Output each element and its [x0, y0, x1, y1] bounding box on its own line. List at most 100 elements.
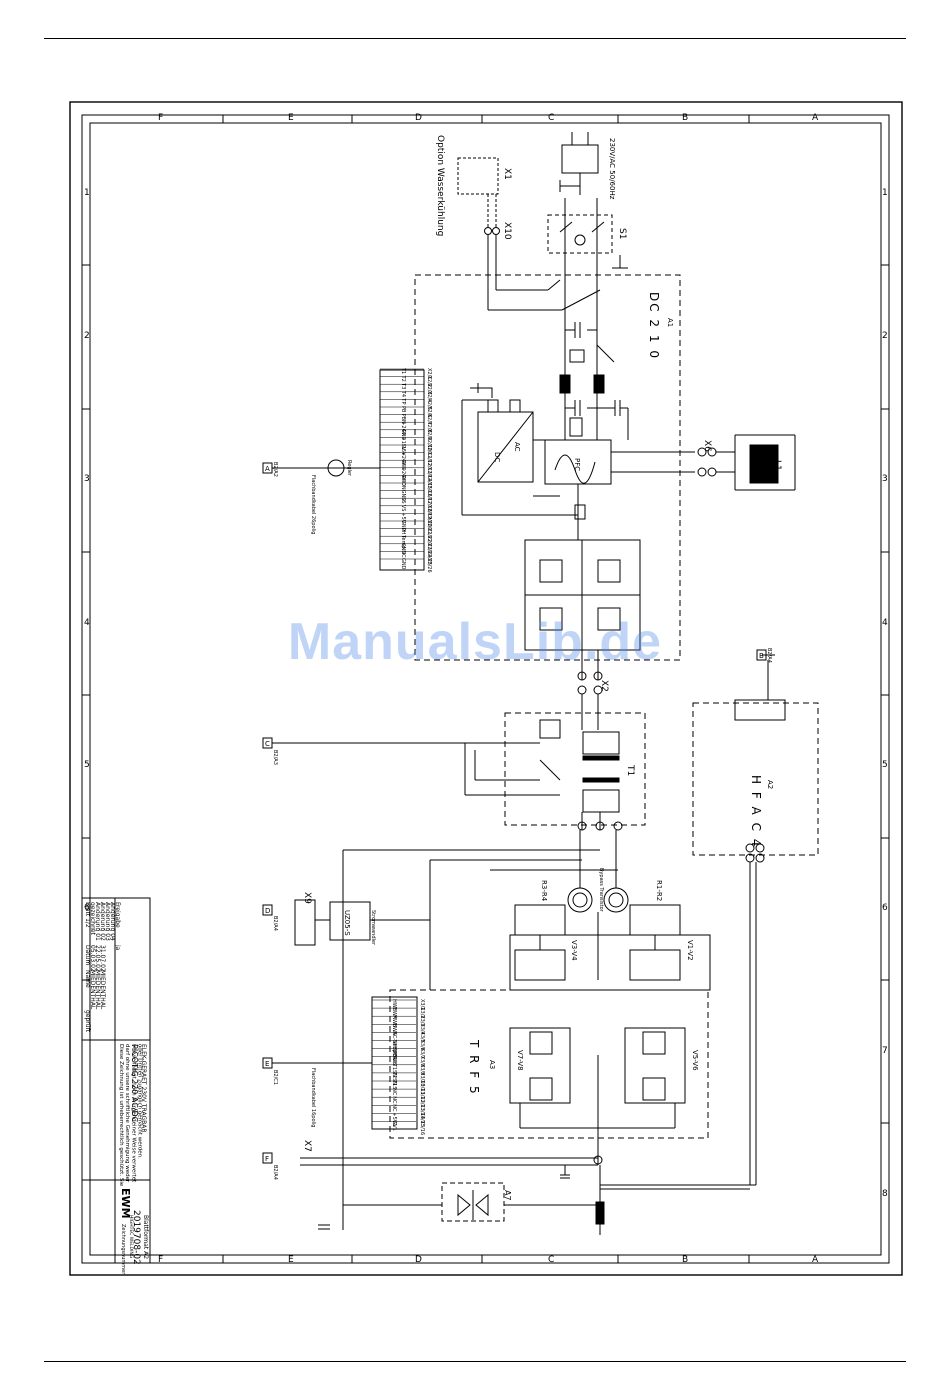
bypass-label: Bypass Transistor	[598, 868, 604, 913]
x2-pin-10: X2/10	[426, 436, 432, 451]
r34-label: R3-R4	[540, 880, 548, 902]
row-number: 3	[882, 474, 888, 484]
row-number: 7	[882, 1046, 888, 1056]
x2-pin-17: X2/17	[426, 490, 432, 505]
x3-signal-9: T1SN	[391, 1063, 397, 1077]
l1-choke	[749, 444, 779, 484]
tb-subtitle: ELEK-GERAET 230V TRAGBAR	[140, 1044, 147, 1133]
x2-signal-1: T1	[400, 367, 406, 374]
x2-signal-9: GND	[400, 429, 406, 441]
x2-pin-2: X2/2	[426, 376, 432, 387]
trf5-label: T R F 5	[467, 1039, 481, 1096]
x3-pin-4: X3/4	[419, 1023, 425, 1034]
tb-row-1-col3: Name	[84, 970, 91, 988]
tb-notice: Diese Zeichnung ist urheberrechtlich ges…	[118, 1044, 143, 1187]
x1-label: X1	[502, 168, 512, 180]
x2-terminal-block	[379, 369, 425, 571]
tb-row-1-col2: Datum	[84, 945, 91, 965]
column-letter: A	[812, 113, 819, 123]
l1-label: L1	[772, 460, 782, 471]
v78-label: V7-V8	[516, 1050, 524, 1071]
tb-row-6-col1: Änderung 04	[109, 902, 116, 941]
x3-pin-1: X3/1	[419, 999, 425, 1010]
watermark: ManualsLib.de	[287, 613, 663, 671]
x10-label: X10	[502, 222, 512, 240]
x2-signal-26: GND	[400, 558, 406, 570]
x2-signal-5: TP	[400, 397, 406, 404]
row-number: 5	[84, 760, 90, 770]
x3-signal-13: NC	[391, 1096, 397, 1104]
row-number: 6	[882, 903, 888, 913]
x2-pin-16: X2/16	[426, 482, 432, 497]
a7-module	[441, 1182, 505, 1222]
ref-d-sheet: B2/A4	[272, 916, 278, 931]
x3-pin-6: X3/6	[419, 1040, 425, 1051]
x2-signal-19: VS	[400, 505, 406, 512]
tb-row-4-col1: Änderung 02	[99, 902, 106, 941]
row-number: 1	[882, 188, 888, 198]
x7-label: X7	[302, 1140, 312, 1152]
ref-marker-c: C	[265, 740, 270, 748]
row-number: 4	[84, 618, 90, 628]
ac-label: AC	[513, 442, 521, 452]
uzs-label: UZ05-S	[343, 910, 351, 936]
drawing-border	[89, 122, 882, 1256]
x3-pin-16: X3/16	[419, 1121, 425, 1136]
x2-pin-25: X2/25	[426, 550, 432, 565]
trf5-module	[389, 989, 709, 1139]
x2-signal-25: NC	[400, 550, 406, 558]
row-number: 1	[84, 188, 90, 198]
v56-label: V5-V6	[691, 1050, 699, 1071]
mains-label: 230V/AC 50/60Hz	[608, 138, 616, 200]
x2-signal-6: PB	[400, 406, 406, 413]
x2-label: X2	[599, 680, 609, 692]
stromwandler-block	[329, 901, 371, 941]
x2-pin-14: X2/14	[426, 467, 432, 482]
x2-signal-18: SS	[400, 497, 406, 503]
x2-signal-2: T2	[400, 375, 406, 382]
tb-brand-logo: EWM	[119, 1188, 132, 1219]
x6-label: X6	[702, 440, 712, 452]
x2-signal-22: PH	[400, 528, 406, 535]
flachband-16-label: Flachbandkabel 16polig	[310, 1068, 316, 1127]
pfc-label: PFC	[573, 458, 581, 471]
option-label: Option Wasserkühlung	[435, 135, 445, 236]
hfac4-label: H F A C 4	[749, 775, 763, 848]
ref-marker-d: D	[265, 907, 270, 915]
x2-signal-8: +24V	[400, 421, 406, 436]
x3-pin-8: X3/8	[419, 1056, 425, 1067]
x2-signal-24: GND	[400, 543, 406, 555]
x2-pin-20: X2/20	[426, 512, 432, 527]
row-number: 2	[882, 331, 888, 341]
x3-signal-1: HWE	[391, 999, 397, 1011]
x2-pin-26: X2/26	[426, 558, 432, 573]
flachband-26-label: Flachbandkabel 26polig	[310, 475, 316, 534]
x2-pin-6: X2/6	[426, 406, 432, 417]
tb-row-7-col2: ja	[114, 944, 121, 951]
x2-pin-19: X2/19	[426, 505, 432, 520]
x3-signal-2: HWA	[391, 1007, 397, 1019]
x2-pin-21: X2/21	[426, 520, 432, 535]
tb-row-7-col1: Freigabe	[114, 902, 121, 928]
ref-marker-f: F	[265, 1155, 269, 1163]
x3-pin-13: X3/13	[419, 1096, 425, 1111]
hfac4-ref: A2	[766, 780, 774, 789]
x2-pin-7: X2/7	[426, 414, 432, 425]
x3-signal-7: TP0	[391, 1047, 397, 1057]
x2-signal-10: +15V	[400, 436, 406, 451]
x2-signal-21: GND	[400, 520, 406, 532]
x3-pin-12: X3/12	[419, 1088, 425, 1103]
a7-label: A7	[503, 1190, 512, 1201]
ref-marker-b: B	[759, 652, 764, 660]
x2-signal-15: GND	[400, 474, 406, 486]
dc210-module	[414, 274, 681, 661]
tb-row-3-col1: Änderung 01	[94, 902, 101, 941]
x2-signal-7: PBN	[400, 414, 406, 424]
x3-signal-12: NC	[391, 1088, 397, 1096]
tb-row-2-col1: gezeichnet	[89, 902, 96, 936]
x2-pin-4: X2/4	[426, 391, 432, 402]
x3-pin-2: X3/2	[419, 1007, 425, 1018]
outer-frame	[69, 101, 903, 1276]
x3-signal-6: Temp-Sek	[391, 1039, 397, 1064]
